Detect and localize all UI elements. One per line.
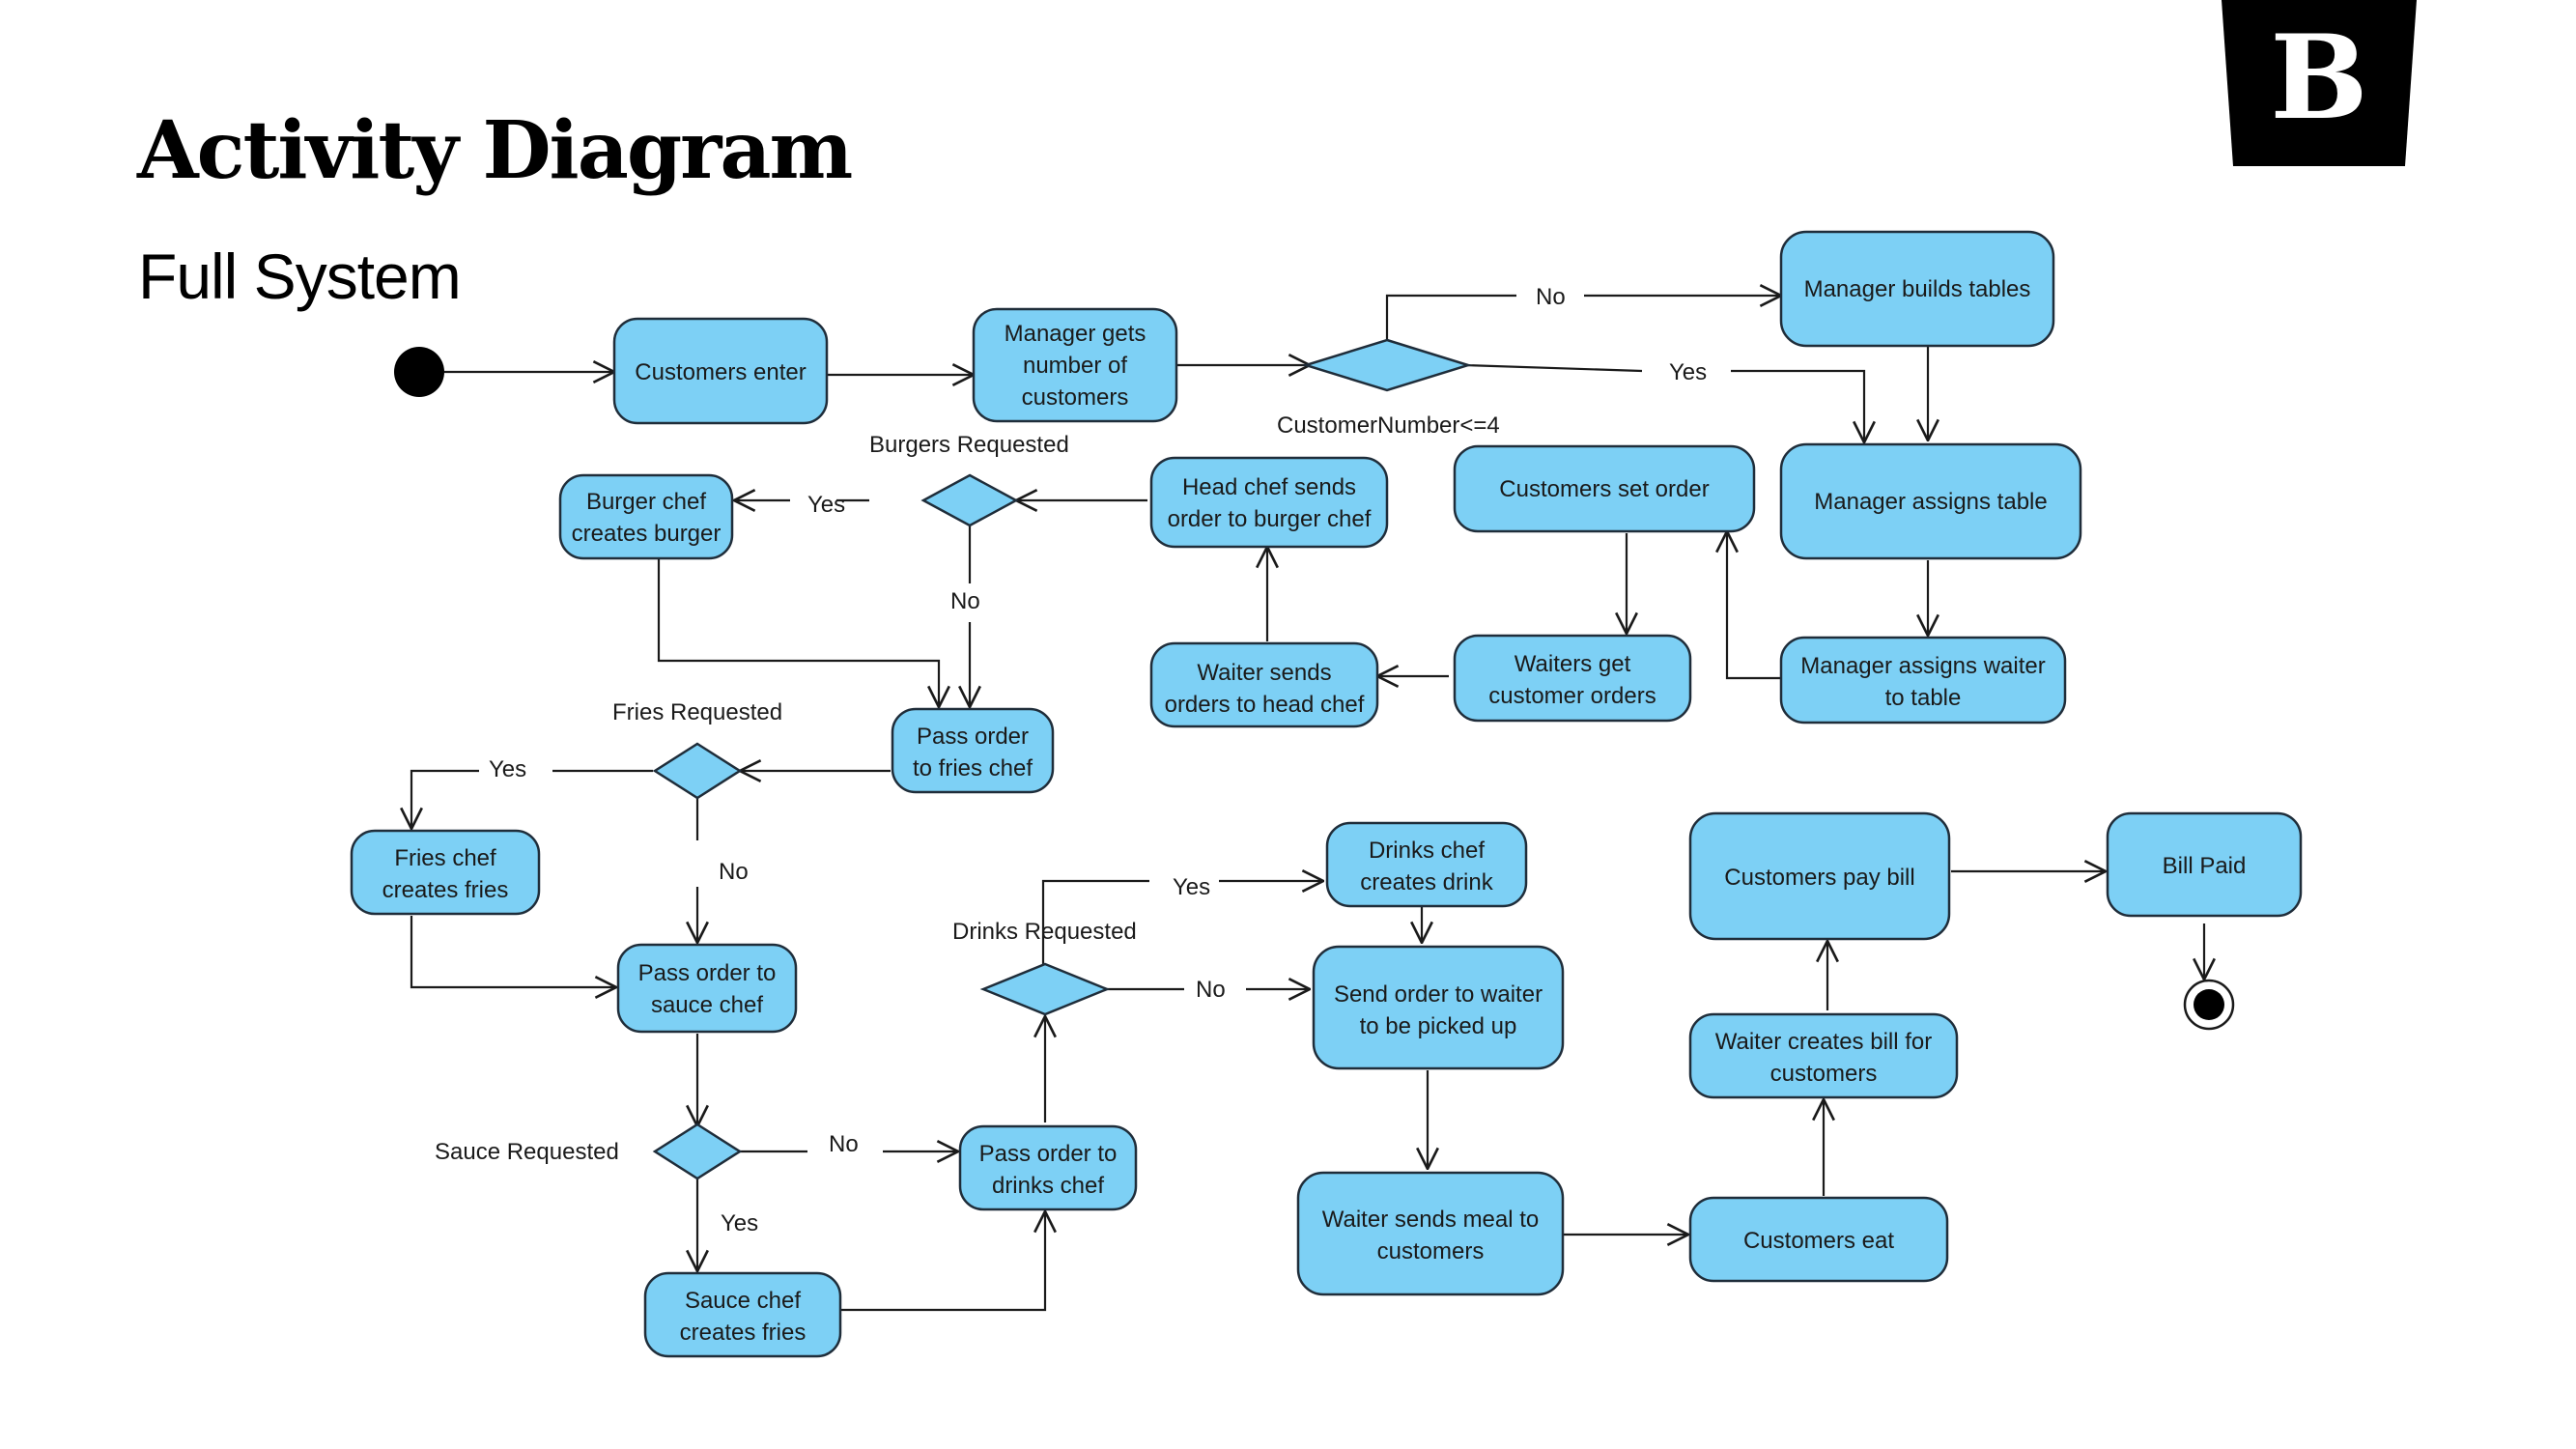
- edge-decision-builds: [1385, 296, 1781, 340]
- label-yes-assign: Yes: [1669, 359, 1707, 385]
- label-yes-fries: Yes: [489, 756, 526, 782]
- svg-text:Bill Paid: Bill Paid: [2163, 853, 2247, 879]
- label-no-builds: No: [1536, 284, 1566, 310]
- svg-text:Waiter sends meal to: Waiter sends meal to: [1322, 1207, 1540, 1233]
- decision-sauce: [652, 1122, 743, 1180]
- slide-title: Activity Diagram: [137, 104, 853, 197]
- svg-text:Customers pay bill: Customers pay bill: [1724, 865, 1914, 891]
- node-manager-builds-tables: Manager builds tables: [1779, 230, 2055, 348]
- label-customer-number: CustomerNumber<=4: [1277, 412, 1500, 439]
- slide-subtitle: Full System: [138, 241, 462, 312]
- svg-text:creates drink: creates drink: [1360, 869, 1493, 895]
- svg-text:Pass order to: Pass order to: [979, 1141, 1118, 1167]
- node-waiter-creates-bill: Waiter creates bill for customers: [1688, 1012, 1959, 1099]
- edge-friesdec-frieschef: [411, 769, 653, 829]
- node-waiters-get-orders: Waiters get customer orders: [1453, 634, 1692, 723]
- label-no-burger: No: [950, 588, 980, 614]
- node-fries-chef-creates: Fries chef creates fries: [350, 829, 541, 916]
- svg-text:Waiter creates bill for: Waiter creates bill for: [1715, 1029, 1933, 1055]
- decision-fries: [652, 742, 743, 800]
- svg-text:customers: customers: [1377, 1238, 1485, 1264]
- label-no-sauce: No: [829, 1131, 859, 1157]
- label-yes-drinks: Yes: [1173, 874, 1210, 900]
- svg-text:creates fries: creates fries: [382, 877, 509, 903]
- svg-text:Customers enter: Customers enter: [635, 359, 806, 385]
- label-yes-sauce: Yes: [721, 1210, 758, 1236]
- svg-text:Waiters get: Waiters get: [1514, 651, 1631, 677]
- svg-text:to be picked up: to be picked up: [1360, 1013, 1517, 1039]
- label-drinks-requested: Drinks Requested: [952, 919, 1137, 945]
- svg-text:Customers eat: Customers eat: [1743, 1228, 1894, 1254]
- edge-decision-assigns: [1463, 363, 1864, 442]
- svg-text:customers: customers: [1022, 384, 1129, 411]
- node-head-chef-sends: Head chef sends order to burger chef: [1149, 456, 1389, 549]
- label-sauce-requested: Sauce Requested: [435, 1139, 619, 1165]
- edge-drinksdec-drinkschef: [1041, 881, 1323, 964]
- label-burgers-requested: Burgers Requested: [869, 432, 1069, 458]
- brand-logo: B: [2222, 0, 2417, 166]
- node-customers-set-order: Customers set order: [1453, 444, 1756, 533]
- node-bill-paid: Bill Paid: [2106, 811, 2303, 918]
- node-send-order-waiter: Send order to waiter to be picked up: [1312, 945, 1565, 1070]
- node-burger-chef-creates: Burger chef creates burger: [558, 473, 734, 560]
- svg-text:sauce chef: sauce chef: [651, 992, 763, 1018]
- node-customers-pay-bill: Customers pay bill: [1688, 811, 1951, 941]
- svg-text:Head chef sends: Head chef sends: [1182, 474, 1356, 500]
- svg-text:orders to head chef: orders to head chef: [1165, 692, 1365, 718]
- svg-text:creates fries: creates fries: [680, 1320, 807, 1346]
- svg-text:customer orders: customer orders: [1488, 683, 1656, 709]
- svg-text:Manager assigns table: Manager assigns table: [1814, 489, 2047, 515]
- edge-waiter-setorder: [1727, 531, 1781, 680]
- node-pass-drinks-chef: Pass order to drinks chef: [958, 1124, 1138, 1211]
- end-node: [2183, 979, 2235, 1031]
- node-customers-enter: Customers enter: [612, 317, 829, 425]
- node-pass-fries-chef: Pass order to fries chef: [891, 707, 1055, 794]
- label-fries-requested: Fries Requested: [612, 699, 782, 725]
- node-manager-gets-number: Manager gets number of customers: [972, 307, 1178, 423]
- label-no-drinks: No: [1196, 977, 1226, 1003]
- label-no-fries: No: [719, 859, 749, 885]
- node-waiter-sends-meal: Waiter sends meal to customers: [1296, 1171, 1565, 1296]
- svg-text:Pass order: Pass order: [917, 724, 1029, 750]
- svg-text:Manager gets: Manager gets: [1005, 321, 1146, 347]
- svg-text:number of: number of: [1023, 353, 1127, 379]
- edges: [410, 296, 2204, 1312]
- brand-logo-letter: B: [2270, 10, 2367, 146]
- label-yes-burger: Yes: [807, 492, 845, 518]
- node-manager-assigns-table: Manager assigns table: [1779, 442, 2082, 560]
- svg-text:Manager builds tables: Manager builds tables: [1804, 276, 2031, 302]
- svg-text:Burger chef: Burger chef: [586, 489, 706, 515]
- svg-text:Manager assigns waiter: Manager assigns waiter: [1800, 653, 2045, 679]
- svg-text:Drinks chef: Drinks chef: [1369, 838, 1485, 864]
- edge-burgerchef-friespass: [657, 558, 939, 707]
- node-waiter-sends-head-chef: Waiter sends orders to head chef: [1149, 641, 1379, 728]
- svg-text:to fries chef: to fries chef: [913, 755, 1033, 781]
- node-manager-assigns-waiter: Manager assigns waiter to table: [1779, 636, 2067, 724]
- decision-burgers: [920, 473, 1019, 527]
- node-sauce-chef-creates: Sauce chef creates fries: [643, 1271, 842, 1358]
- node-customers-eat: Customers eat: [1688, 1196, 1949, 1283]
- start-node: [394, 347, 444, 397]
- svg-text:Send order to waiter: Send order to waiter: [1334, 981, 1543, 1008]
- node-drinks-chef-creates: Drinks chef creates drink: [1325, 821, 1528, 908]
- svg-text:customers: customers: [1770, 1061, 1878, 1087]
- svg-text:Fries chef: Fries chef: [394, 845, 496, 871]
- svg-text:Sauce chef: Sauce chef: [685, 1288, 801, 1314]
- node-pass-sauce-chef: Pass order to sauce chef: [616, 943, 798, 1034]
- svg-text:Customers set order: Customers set order: [1499, 476, 1709, 502]
- svg-text:order to burger chef: order to burger chef: [1168, 506, 1372, 532]
- decision-customer-number: [1301, 338, 1473, 392]
- decision-drinks: [979, 962, 1111, 1016]
- svg-text:creates burger: creates burger: [572, 521, 722, 547]
- svg-text:drinks chef: drinks chef: [992, 1173, 1104, 1199]
- svg-text:to table: to table: [1885, 685, 1962, 711]
- edge-frieschef-saucepass: [410, 916, 616, 987]
- svg-text:Waiter sends: Waiter sends: [1197, 660, 1331, 686]
- edge-saucechef-drinkspass: [840, 1211, 1045, 1312]
- svg-text:Pass order to: Pass order to: [638, 960, 777, 986]
